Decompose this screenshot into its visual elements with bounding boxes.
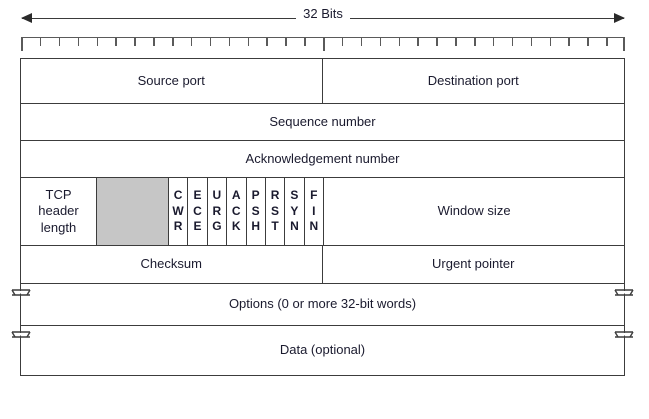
ruler-tick [58, 38, 61, 46]
field-options: Options (0 or more 32-bit words) [228, 296, 417, 312]
ruler-tick [304, 38, 306, 46]
ruler-tick [398, 38, 401, 46]
flag-syn-letter-2: Y [290, 203, 299, 218]
flag-psh-letter-2: S [251, 203, 260, 218]
packet-field-table: Source port Destination port Sequence nu… [11, 58, 634, 376]
flag-syn-letter-1: S [290, 188, 299, 203]
ruler-baseline [21, 37, 625, 38]
flag-cwr: C W R [169, 178, 189, 245]
ruler-tick [568, 38, 570, 46]
ruler-tick [247, 38, 250, 46]
width-arrow: 32 Bits [21, 7, 625, 26]
tcp-header-length-line-2: header [38, 203, 79, 219]
ruler-tick [266, 38, 268, 46]
ruler-tick [134, 38, 136, 46]
flag-ack-letter-2: C [231, 203, 241, 218]
flag-cwr-letter-2: W [172, 203, 184, 218]
ruler-tick [285, 38, 287, 46]
row-options: Options (0 or more 32-bit words) [11, 284, 634, 326]
flag-ece-letter-1: E [193, 188, 202, 203]
row-ports: Source port Destination port [21, 59, 624, 104]
bits-caption: 32 Bits [22, 7, 624, 21]
row-acknowledgement-number: Acknowledgement number [21, 141, 624, 178]
flag-urg-letter-1: U [212, 188, 222, 203]
flag-fin-letter-1: F [310, 188, 318, 203]
ruler-tick [549, 38, 552, 46]
flag-urg: U R G [208, 178, 228, 245]
ruler-tick [209, 38, 212, 46]
field-sequence-number: Sequence number [269, 113, 376, 129]
ruler-tick [474, 38, 476, 46]
flag-rst-letter-1: R [270, 188, 280, 203]
ruler-tick [39, 38, 42, 46]
flag-psh: P S H [247, 178, 266, 245]
ruler-tick [21, 38, 23, 51]
flag-ece-letter-3: E [193, 219, 202, 234]
ruler-tick [530, 38, 533, 46]
flag-ece-letter-2: C [193, 203, 203, 218]
flag-rst-letter-3: T [271, 219, 279, 234]
flag-ack-letter-1: A [231, 188, 241, 203]
ruler-tick [417, 38, 419, 46]
flag-urg-letter-2: R [212, 203, 222, 218]
ruler-tick [436, 38, 438, 46]
arrow-head-left-icon [21, 13, 32, 23]
tcp-header-length-line-1: TCP [45, 186, 72, 202]
ruler-tick [153, 38, 155, 46]
ruler-tick [228, 38, 231, 46]
ruler-tick [190, 38, 193, 46]
ruler-tick [323, 38, 325, 51]
ruler-tick [623, 38, 625, 51]
field-tcp-header-length: TCP header length [21, 178, 97, 245]
flag-rst: R S T [266, 178, 286, 245]
flag-rst-letter-2: S [271, 203, 280, 218]
flag-ece: E C E [188, 178, 208, 245]
row-checksum: Checksum Urgent pointer [21, 246, 624, 284]
ruler-tick [115, 38, 117, 46]
ruler-tick [172, 38, 174, 46]
row-sequence-number: Sequence number [21, 104, 624, 141]
flag-fin: F I N [305, 178, 325, 245]
flag-psh-letter-1: P [251, 188, 260, 203]
ruler-tick [77, 38, 80, 46]
flag-ack: A C K [227, 178, 247, 245]
field-window-size: Window size [437, 203, 511, 219]
flag-syn-letter-3: N [290, 219, 299, 234]
flag-fin-letter-2: I [312, 203, 316, 218]
bit-ruler [21, 37, 625, 52]
arrow-head-right-icon [614, 13, 625, 23]
field-data: Data (optional) [279, 342, 366, 358]
ruler-tick [492, 38, 495, 46]
ruler-tick [587, 38, 589, 46]
flag-cwr-letter-3: R [173, 219, 183, 234]
field-acknowledgement-number: Acknowledgement number [245, 150, 400, 166]
ruler-tick [606, 38, 608, 46]
flag-fin-letter-3: N [309, 219, 319, 234]
field-urgent-pointer: Urgent pointer [432, 256, 515, 272]
flag-ack-letter-3: K [231, 219, 241, 234]
ruler-tick [511, 38, 514, 46]
ruler-tick [360, 38, 363, 46]
field-reserved [97, 178, 169, 245]
ruler-tick [379, 38, 382, 46]
flag-urg-letter-3: G [212, 219, 222, 234]
ruler-tick [96, 38, 99, 46]
flag-cwr-letter-1: C [173, 188, 183, 203]
field-source-port: Source port [21, 59, 323, 103]
field-checksum: Checksum [21, 246, 323, 283]
flag-psh-letter-3: H [251, 219, 261, 234]
ruler-tick [455, 38, 457, 46]
tcp-header-length-line-3: length [40, 219, 77, 235]
flag-syn: S Y N [285, 178, 305, 245]
row-flags: TCP header length C W R E C E U R G [21, 178, 624, 246]
field-destination-port: Destination port [427, 72, 519, 88]
row-data: Data (optional) [11, 326, 634, 376]
ruler-tick [341, 38, 344, 46]
bits-caption-text: 32 Bits [296, 7, 350, 21]
